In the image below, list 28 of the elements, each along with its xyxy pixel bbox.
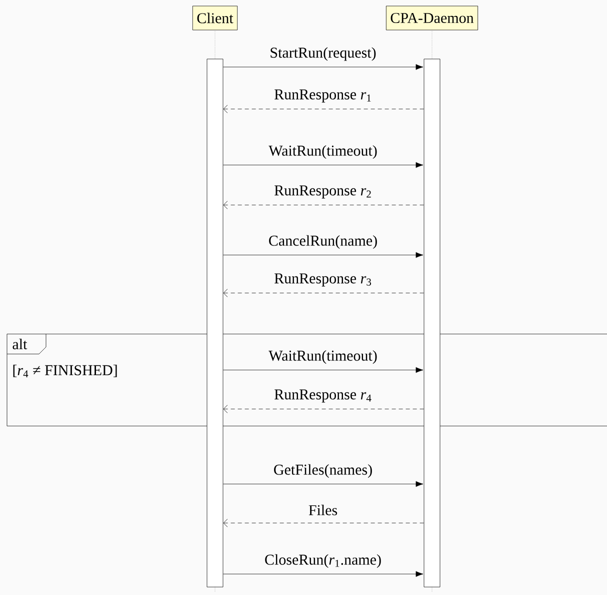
activation-bar [206, 58, 224, 588]
arrow [223, 404, 424, 414]
edge-label: CancelRun(name) [266, 234, 380, 250]
edge-label: RunResponse r$_{2}$ [272, 184, 374, 200]
arrow [223, 162, 424, 168]
edge-label: RunResponse r$_{3}$ [272, 272, 374, 288]
arrow [223, 200, 424, 210]
edge-label: RunResponse r$_{4}$ [272, 388, 374, 404]
edge-label: Files [306, 504, 340, 516]
arrow [223, 481, 424, 487]
arrow [223, 104, 424, 114]
arrow [223, 367, 424, 373]
activation-bar [424, 58, 440, 588]
guard-text: [r$_{4}$ ≠ FINISHED] [13, 364, 117, 378]
edge-label: GetFiles(names) [271, 463, 375, 479]
edge-label: WaitRun(timeout) [266, 349, 380, 365]
arrow [223, 288, 424, 298]
fragment-tag: alt [6, 334, 46, 354]
edge-label: RunResponse r$_{1}$ [272, 88, 374, 104]
arrow [223, 252, 424, 258]
participant-box: Client [192, 6, 238, 30]
edge-label: StartRun(request) [268, 46, 378, 62]
arrow [223, 64, 424, 70]
edge-label: CloseRun(r$_{1}$.name) [262, 553, 384, 569]
edge-label: WaitRun(timeout) [266, 144, 380, 160]
arrow [223, 518, 424, 528]
arrow [223, 571, 424, 577]
participant-box: CPA-Daemon [386, 6, 478, 30]
